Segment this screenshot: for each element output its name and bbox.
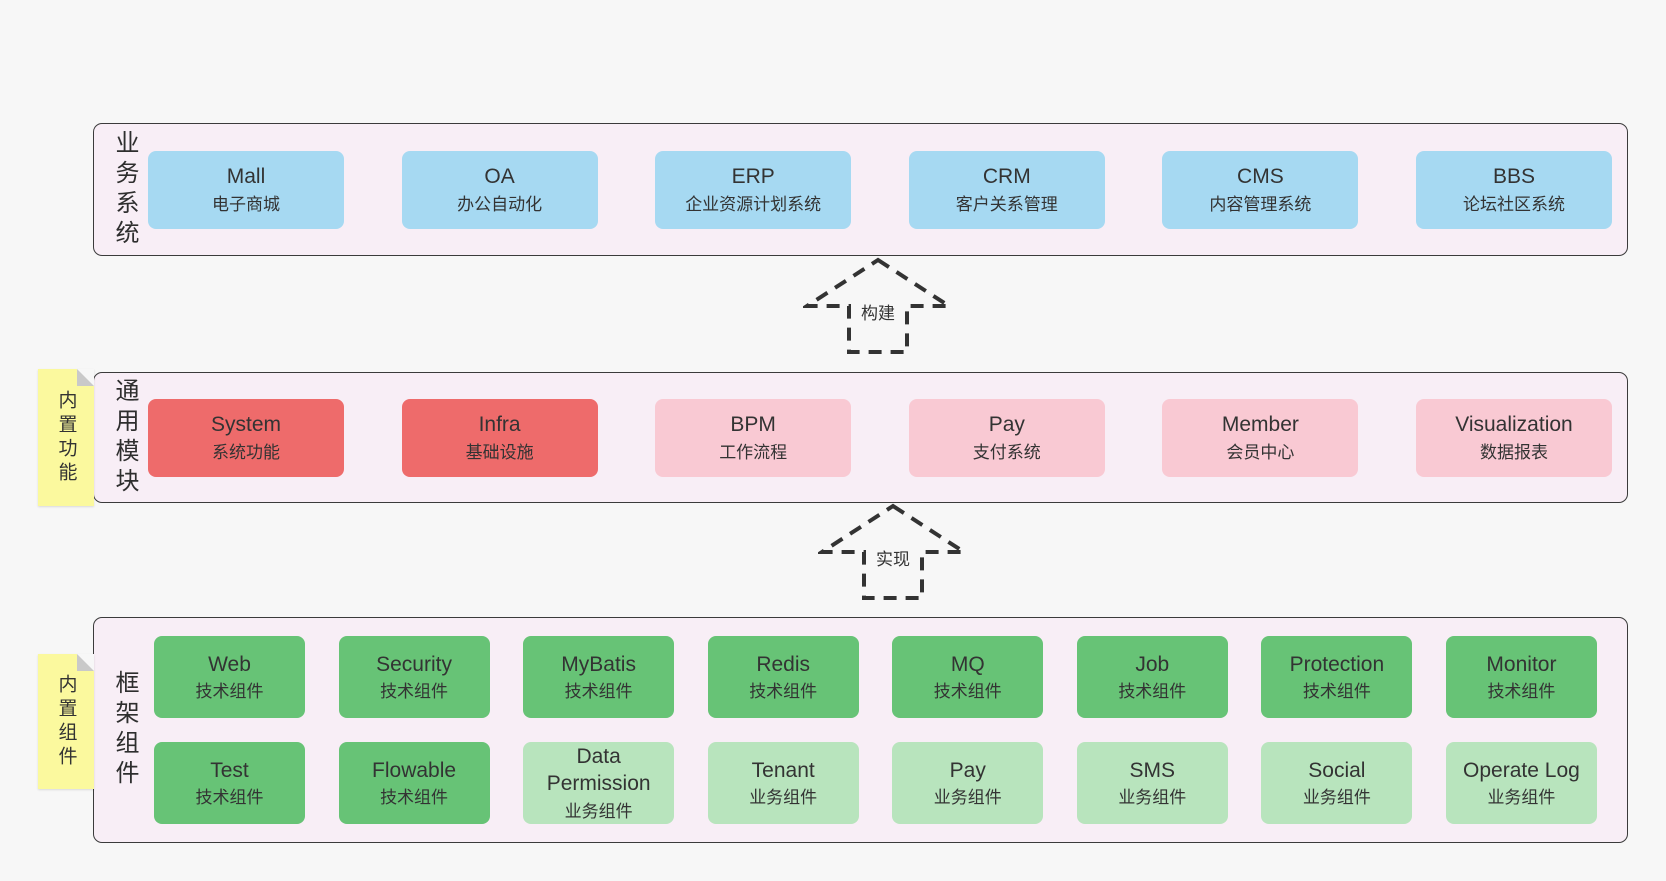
up-arrow-icon — [818, 503, 968, 600]
box-member: Member 会员中心 — [1162, 398, 1359, 477]
business-systems-row: Mall 电子商城 OA 办公自动化 ERP 企业资源计划系统 CRM 客户关系… — [148, 124, 1612, 255]
box-pay-biz: Pay 业务组件 — [892, 742, 1044, 824]
panel-business-systems: 业务系统 Mall 电子商城 OA 办公自动化 ERP 企业资源计划系统 CRM… — [93, 123, 1628, 256]
box-mq: MQ 技术组件 — [892, 636, 1044, 718]
build-arrow: 构建 — [803, 256, 953, 356]
box-operate-log: Operate Log 业务组件 — [1445, 742, 1597, 824]
box-mybatis: MyBatis 技术组件 — [523, 636, 675, 718]
box-job: Job 技术组件 — [1076, 636, 1228, 718]
sticky-note-builtin-components: 内置组件 — [38, 654, 94, 789]
box-social: Social 业务组件 — [1261, 742, 1413, 824]
framework-components-grid: Web 技术组件 Security 技术组件 MyBatis 技术组件 Redi… — [154, 618, 1597, 842]
layer-label-common-modules: 通用模块 — [111, 377, 138, 498]
box-crm: CRM 客户关系管理 — [908, 150, 1105, 229]
box-redis: Redis 技术组件 — [707, 636, 859, 718]
box-tenant: Tenant 业务组件 — [707, 742, 859, 824]
box-system: System 系统功能 — [148, 398, 344, 477]
box-monitor: Monitor 技术组件 — [1445, 636, 1597, 718]
panel-common-modules: 通用模块 System 系统功能 Infra 基础设施 BPM 工作流程 Pay… — [93, 372, 1628, 503]
box-mall: Mall 电子商城 — [148, 150, 344, 229]
box-infra: Infra 基础设施 — [401, 398, 598, 477]
box-oa: OA 办公自动化 — [401, 150, 598, 229]
common-modules-row: System 系统功能 Infra 基础设施 BPM 工作流程 Pay 支付系统… — [148, 373, 1612, 502]
box-web: Web 技术组件 — [154, 636, 305, 718]
up-arrow-icon — [803, 257, 953, 354]
implement-arrow-label: 实现 — [873, 544, 913, 571]
implement-arrow: 实现 — [818, 502, 968, 602]
box-visualization: Visualization 数据报表 — [1415, 398, 1612, 477]
layer-label-framework-components: 框架组件 — [111, 670, 138, 790]
sticky-note-builtin-features: 内置功能 — [38, 369, 94, 506]
components-row-1: Web 技术组件 Security 技术组件 MyBatis 技术组件 Redi… — [154, 636, 1597, 718]
layer-label-business-systems: 业务系统 — [111, 129, 138, 250]
box-bbs: BBS 论坛社区系统 — [1415, 150, 1612, 229]
panel-framework-components: 框架组件 Web 技术组件 Security 技术组件 MyBatis 技术组件… — [93, 617, 1628, 843]
box-data-permission: Data Permission 业务组件 — [523, 742, 675, 824]
box-flowable: Flowable 技术组件 — [338, 742, 490, 824]
box-sms: SMS 业务组件 — [1076, 742, 1228, 824]
box-security: Security 技术组件 — [338, 636, 490, 718]
box-protection: Protection 技术组件 — [1261, 636, 1413, 718]
box-pay: Pay 支付系统 — [908, 398, 1105, 477]
box-erp: ERP 企业资源计划系统 — [655, 150, 852, 229]
components-row-2: Test 技术组件 Flowable 技术组件 Data Permission … — [154, 742, 1597, 824]
box-cms: CMS 内容管理系统 — [1162, 150, 1359, 229]
box-bpm: BPM 工作流程 — [655, 398, 852, 477]
build-arrow-label: 构建 — [858, 298, 898, 325]
box-test: Test 技术组件 — [154, 742, 305, 824]
